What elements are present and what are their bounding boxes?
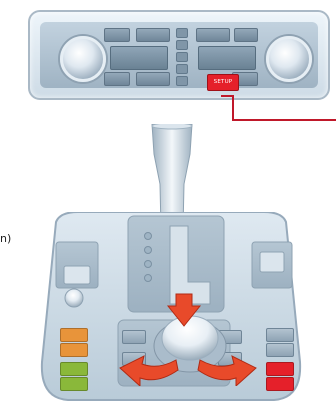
green-function-button[interactable]: [60, 362, 88, 376]
rotate-right-arrow-icon: [196, 350, 258, 386]
center-button-2[interactable]: [176, 40, 188, 50]
orange-function-button[interactable]: [60, 328, 88, 342]
left-auto-button[interactable]: [136, 28, 170, 42]
climate-control-panel: SETUP: [28, 10, 330, 100]
right-temperature-knob[interactable]: [266, 36, 312, 82]
center-button-5[interactable]: [176, 76, 188, 86]
gear-indicator-dot: [144, 232, 152, 240]
side-label: n): [0, 232, 11, 245]
right-climate-display: [198, 46, 256, 70]
right-function-button[interactable]: [266, 343, 294, 357]
gear-indicator-dot: [144, 246, 152, 254]
orange-function-button[interactable]: [60, 343, 88, 357]
left-climate-button-top-left[interactable]: [104, 28, 130, 42]
push-down-arrow-icon: [164, 292, 204, 328]
gear-indicator-dot: [144, 260, 152, 268]
right-auto-button[interactable]: [196, 28, 230, 42]
green-function-button[interactable]: [60, 377, 88, 391]
gear-indicator-dot: [144, 274, 152, 282]
right-function-button[interactable]: [266, 328, 294, 342]
center-button-1[interactable]: [176, 28, 188, 38]
left-climate-button-bottom-left[interactable]: [104, 72, 130, 86]
left-climate-button-bottom-right[interactable]: [136, 72, 170, 86]
climate-panel-face: [40, 22, 318, 88]
center-button-3[interactable]: [176, 52, 188, 62]
rotate-left-arrow-icon: [118, 350, 180, 386]
right-climate-button-top-right[interactable]: [234, 28, 258, 42]
red-setup-button[interactable]: [266, 377, 294, 391]
red-function-button[interactable]: [266, 362, 294, 376]
left-temperature-knob[interactable]: [60, 36, 106, 82]
left-climate-display: [110, 46, 168, 70]
setup-button[interactable]: SETUP: [207, 74, 239, 91]
center-button-4[interactable]: [176, 64, 188, 74]
